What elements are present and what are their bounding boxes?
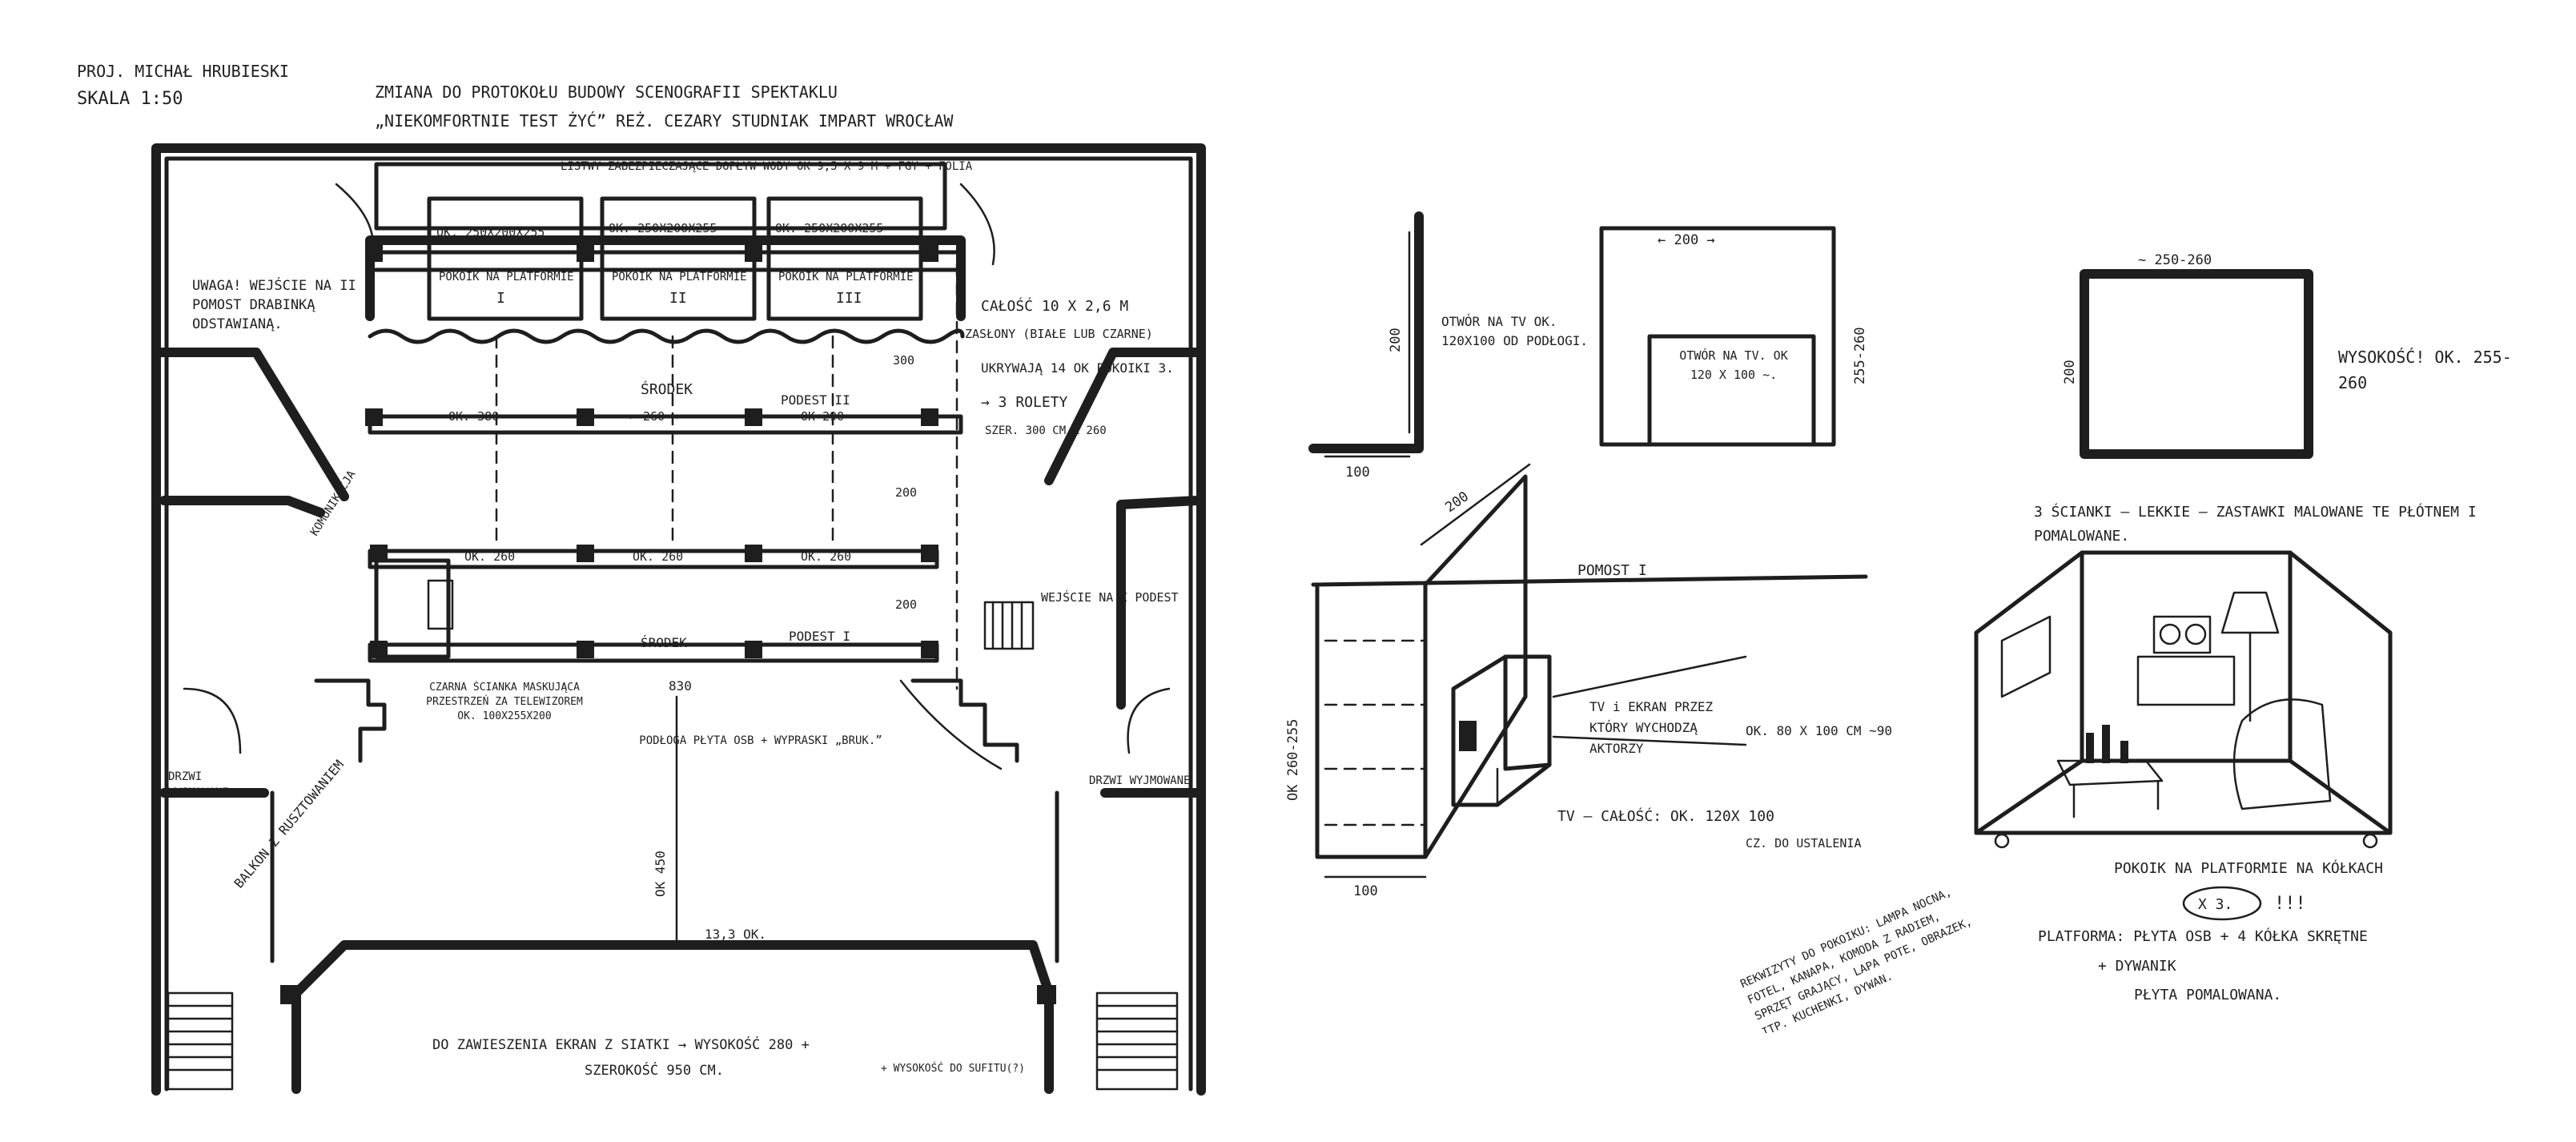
room-wysokosc-note: WYSOKOŚĆ! OK. 255-260 [2338,348,2512,392]
calosc-label: CAŁOŚĆ 10 X 2,6 M [981,297,1128,315]
zaslony-label: ZASŁONY (BIAŁE LUB CZARNE) [965,327,1153,341]
srodek-lower: ŚRODEK [641,635,687,650]
room-box-1 [427,196,584,321]
bottom-note-2: SZEROKOŚĆ 950 CM. [585,1061,724,1079]
room-num-2: II [669,290,687,307]
excl-label: !!! [2274,894,2306,914]
drzwi-right-note: DRZWI WYJMOWANE [1089,774,1191,787]
persp-dim-side: OK 260-255 [1285,719,1301,801]
detail-perspective: 200 POMOST I OK 260-255 100 TV i EKRAN P… [1285,463,1893,899]
rooms-note: 3 ŚCIANKI – LEKKIE – ZASTAWKI MALOWANE T… [2034,504,2477,545]
floor-plan: LISTWY ZABEZPIECZAJĄCE DOPŁYW WODY OK 9,… [151,143,1206,1096]
box-label-1: OK. 250X200X255 [436,225,545,239]
podloga-note: PODŁOGA PŁYTA OSB + WYPRASKI „BRUK.” [639,734,882,747]
detail-room-outline: ~ 250-260 200 WYSOKOŚĆ! OK. 255-260 [2062,252,2512,459]
ok260-row-2: OK. 260 [633,549,683,564]
czarna-note: CZARNA ŚCIANKA MASKUJĄCA PRZESTRZEŃ ZA T… [426,682,583,722]
bottom-note-1: DO ZAWIESZENIA EKRAN Z SIATKI → WYSOKOŚĆ… [432,1035,810,1053]
scale-label: SKALA 1:50 [77,89,183,109]
tv-dim-200: 200 [1388,328,1404,352]
persp-dim-100: 100 [1353,883,1378,899]
stairs [983,601,1035,650]
x3-label: X 3. [2198,896,2232,913]
rekwizyty-note: REKWIZYTY DO POKOIKU: LAMPA NOCNA, FOTEL… [1738,886,1975,1033]
title-line-1: ZMIANA DO PROTOKOŁU BUDOWY SCENOGRAFII S… [375,82,838,102]
drzwi-left-note: DRZWI WYJMOWANE [168,770,229,799]
uwaga-note: UWAGA! WEJŚCIE NA II POMOST DRABINKĄ ODS… [192,278,356,332]
plan-top-note: LISTWY ZABEZPIECZAJĄCE DOPŁYW WODY OK 9,… [561,160,973,173]
persp-cz: CZ. DO USTALENIA [1746,836,1862,850]
room-dim-top: ~ 250-260 [2138,252,2212,268]
curtain-line [368,328,965,344]
ok450-label: OK 450 [653,850,668,897]
dim-300: 300 [893,353,914,368]
room-dim-side: 200 [2062,360,2078,384]
title-line-2: „NIEKOMFORTNIE TEST ŻYĆ” REŻ. CEZARY STU… [375,111,954,131]
wall-dim-255: 255-260 [1852,327,1868,384]
dim-133: 13,3 OK. [705,927,766,942]
detail-furnished-room: 3 ŚCIANKI – LEKKIE – ZASTAWKI MALOWANE T… [1738,504,2477,1033]
room-num-1: I [496,290,505,307]
room-label-2: POKOIK NA PLATFORMIE [612,271,747,283]
tv-otwor-note: OTWÓR NA TV OK. 120X100 OD PODŁOGI. [1441,314,1589,348]
ok260-row-3: OK. 260 [801,549,851,564]
platforma-label: PLATFORMA: PŁYTA OSB + 4 KÓŁKA SKRĘTNE [2038,927,2368,945]
dywanik-label: + DYWANIK [2098,958,2176,975]
bottom-note-3: + WYSOKOŚĆ DO SUFITU(?) [881,1062,1025,1075]
dim-290: OK 290 [801,409,844,424]
persp-tv-ekran-note: TV i EKRAN PRZEZ KTÓRY WYCHODZĄ AKTORZY [1589,699,1714,756]
dim-380: OK. 380 [448,409,499,424]
balcony-right-hatch [1095,991,1179,1091]
room-label-1: POKOIK NA PLATFORMIE [439,271,574,283]
box-label-2: OK. 250X200X255 [609,221,717,235]
szer-label: SZER. 300 CM X 260 [985,424,1107,437]
plyta-label: PŁYTA POMALOWANA. [2134,987,2281,1003]
ukrywaja-label: UKRYWAJĄ 14 OK POKOIKI 3. [981,360,1174,376]
dim-830: 830 [669,678,692,694]
dim-260: ← 260 → [629,409,679,424]
ok260-row-1: OK. 260 [464,549,515,564]
podest-ii: PODEST II [781,392,850,408]
persp-pomost: POMOST I [1577,562,1647,579]
dim-200-a: 200 [895,485,917,500]
balcony-left-hatch [167,991,234,1091]
author-label: PROJ. MICHAŁ HRUBIESKI [77,62,289,81]
room-label-3: POKOIK NA PLATFORMIE [778,271,914,283]
detail-tv-opening: 200 100 OTWÓR NA TV OK. 120X100 OD PODŁO… [1308,211,1589,481]
persp-dim-200: 200 [1442,489,1472,516]
srodek-upper: ŚRODEK [641,380,693,398]
room-num-3: III [836,290,862,307]
wall-otwor-note: OTWÓR NA TV. OK 120 X 100 ~. [1679,348,1788,382]
box-label-3: OK. 250X200X255 [775,221,883,235]
dim-200-b: 200 [895,597,917,612]
wall-dim-200: ← 200 → [1658,232,1715,248]
tv-dim-100: 100 [1345,464,1370,481]
wejscie-i-note: WEJŚCIE NA I PODEST [1041,590,1179,605]
tv-box [374,558,451,659]
persp-ok80-note: OK. 80 X 100 CM ~90 [1746,723,1893,738]
detail-wall-opening: ← 200 → 255-260 OTWÓR NA TV. OK 120 X 10… [1599,226,1868,447]
pokoik-label: POKOIK NA PLATFORMIE NA KÓŁKACH [2114,859,2383,877]
rolety-label: → 3 ROLETY [981,394,1068,411]
persp-calosc: TV – CAŁOŚĆ: OK. 120X 100 [1557,807,1774,825]
podest-i: PODEST I [789,629,850,644]
